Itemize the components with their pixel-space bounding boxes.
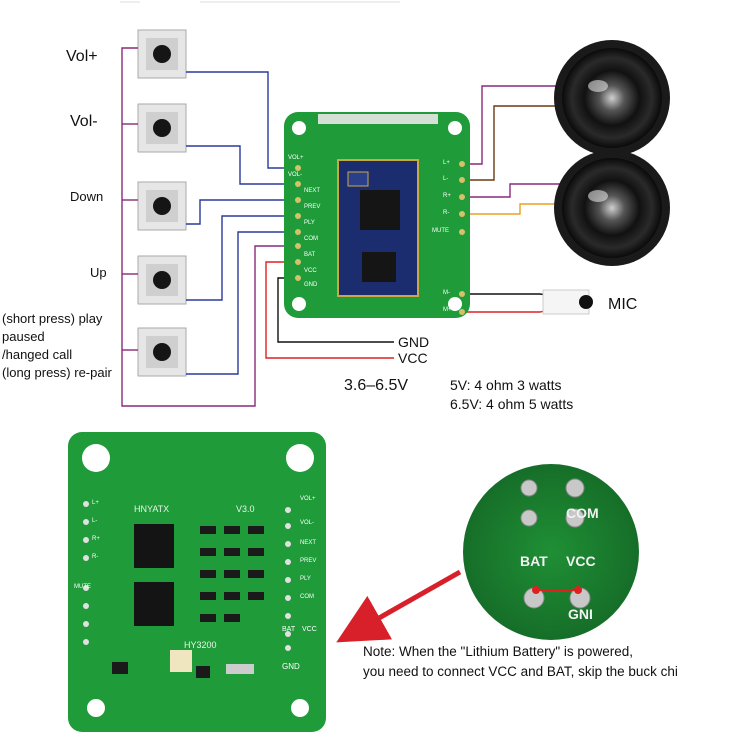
board-pin-com: COM <box>300 594 314 600</box>
note-line-1: Note: When the "Lithium Battery" is powe… <box>363 644 633 659</box>
back-board <box>68 432 326 732</box>
note: Note: When the "Lithium Battery" is powe… <box>363 642 678 682</box>
zoom-label-vcc: VCC <box>566 553 596 569</box>
pin-mute: MUTE <box>432 228 449 234</box>
note-line-2: you need to connect VCC and BAT, skip th… <box>363 664 678 679</box>
board-pin-next: NEXT <box>300 540 317 546</box>
label-play-line4: (long press) re-pair <box>2 365 112 380</box>
board-chip: HY3200 <box>184 640 217 650</box>
board-brand: HNYATX <box>134 504 170 514</box>
speaker-wire-rplus <box>462 183 560 198</box>
board-pin-r-plus: R+ <box>92 536 100 542</box>
pin-r-plus: R+ <box>443 193 451 199</box>
board-pin-gnd: GND <box>282 662 300 671</box>
zoom-label-gnd: GNI <box>568 606 593 622</box>
speaker-wire-lplus <box>462 85 560 165</box>
board-pin-l-minus: L- <box>92 518 98 524</box>
board-pin-bat: BAT <box>282 626 296 633</box>
board-version: V3.0 <box>236 504 255 514</box>
pointer-arrow <box>336 569 462 643</box>
pin-vol-minus: VOL- <box>288 172 303 178</box>
speaker-wire-rminus <box>462 203 560 215</box>
vcc-wire <box>265 261 394 359</box>
label-play-line3: /hanged call <box>2 347 73 362</box>
pin-l-plus: L+ <box>443 160 450 166</box>
pin-com: COM <box>304 236 318 242</box>
label-mic: MIC <box>608 296 638 313</box>
board-pin-vcc: VCC <box>302 626 317 633</box>
pin-bat: BAT <box>304 252 316 258</box>
pin-next: NEXT <box>304 188 321 194</box>
spec-5v: 5V: 4 ohm 3 watts <box>450 377 562 393</box>
pin-prev: PREV <box>304 204 321 210</box>
pin-vol-plus: VOL+ <box>288 155 304 161</box>
pin-m-plus: M+ <box>443 307 452 313</box>
zoom-circle <box>463 464 639 640</box>
board-pin-vol-minus: VOL- <box>300 520 315 526</box>
pin-l-minus: L- <box>443 176 449 182</box>
button-down <box>137 181 187 231</box>
label-up: Up <box>90 265 107 280</box>
zoom-label-com: COM <box>566 505 599 521</box>
board-pin-mute: MUTE <box>74 584 91 590</box>
pin-gnd: GND <box>304 282 318 288</box>
speaker-wire-lminus <box>462 105 560 181</box>
button-up <box>137 255 187 305</box>
button-wires <box>186 71 292 375</box>
speaker-right <box>554 150 670 266</box>
label-play-line2: paused <box>2 329 45 344</box>
board-pin-prev: PREV <box>300 558 317 564</box>
label-voltage-range: 3.6–6.5V <box>344 377 409 394</box>
board-pin-l-plus: L+ <box>92 500 99 506</box>
label-vcc: VCC <box>398 350 428 366</box>
zoom-label-bat: BAT <box>520 553 548 569</box>
com-wire <box>121 47 292 407</box>
button-play <box>137 327 187 377</box>
board-pin-vol-plus: VOL+ <box>300 496 316 502</box>
pin-r-minus: R- <box>443 210 450 216</box>
label-gnd: GND <box>398 334 430 350</box>
label-vol-plus: Vol+ <box>66 48 98 65</box>
bluetooth-module <box>284 112 470 318</box>
pin-m-minus: M- <box>443 290 450 296</box>
button-vol-plus <box>137 29 187 79</box>
speaker-left <box>554 40 670 156</box>
board-pin-ply: PLY <box>300 576 311 582</box>
button-vol-minus <box>137 103 187 153</box>
microphone <box>542 289 593 315</box>
spec-6-5v: 6.5V: 4 ohm 5 watts <box>450 396 574 412</box>
board-pin-r-minus: R- <box>92 554 99 560</box>
label-down: Down <box>70 189 104 204</box>
pin-vcc: VCC <box>304 268 317 274</box>
pin-ply: PLY <box>304 220 315 226</box>
label-play-line1: (short press) play <box>2 311 103 326</box>
label-vol-minus: Vol- <box>70 113 98 130</box>
